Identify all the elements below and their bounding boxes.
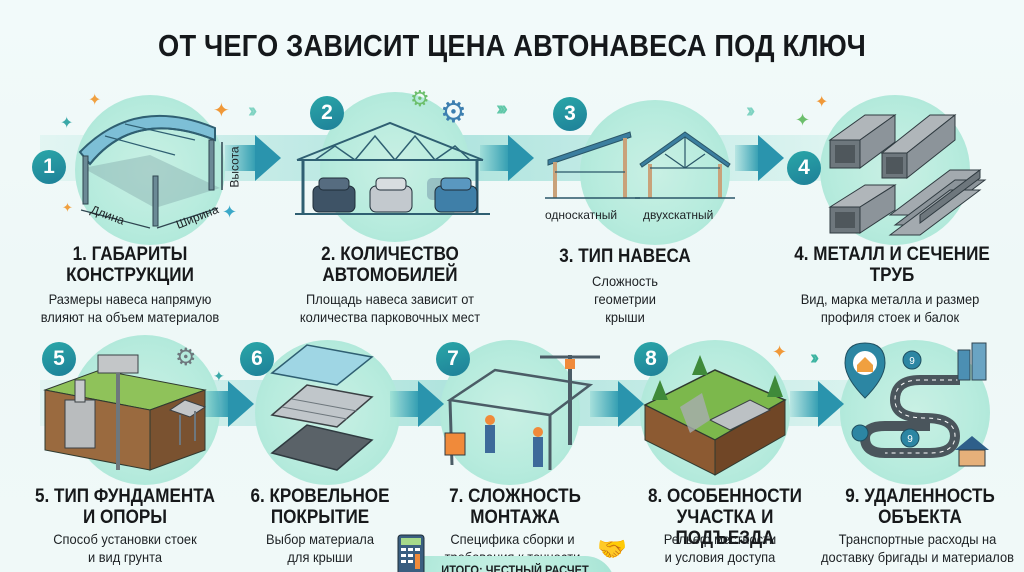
roof-types-icon	[545, 131, 735, 199]
step-badge-7: 7	[436, 342, 470, 376]
svg-text:9: 9	[909, 356, 915, 367]
arrow-right-icon	[508, 135, 534, 181]
gear-icon: ⚙	[175, 344, 197, 371]
factor-heading-8: 8. ОСОБЕННОСТИ УЧАСТКА И ПОДЪЕЗДА	[648, 486, 802, 549]
page-title: ОТ ЧЕГО ЗАВИСИТ ЦЕНА АВТОНАВЕСА ПОД КЛЮЧ	[158, 28, 866, 63]
factor-description-3: Сложность геометрии крыши	[592, 273, 658, 325]
route-map-icon: 9 9	[844, 342, 989, 467]
factor-description-9: Транспортные расходы на доставку бригады…	[821, 531, 1014, 565]
roofing-layers-icon	[270, 344, 374, 471]
factor-description-4: Вид, марка металла и размер профиля стое…	[800, 291, 980, 325]
arrow-right-icon	[228, 381, 254, 427]
flow-arrow-1	[225, 145, 257, 171]
factor-description-1: Размеры навеса напрямую влияют на объем …	[40, 291, 220, 325]
chevron-double-icon: ››	[746, 100, 756, 122]
sparkle-icon: ✦	[88, 92, 102, 109]
roof-label-double-slope: двухскатный	[643, 208, 714, 222]
factor-description-5: Способ установки стоек и вид грунта	[53, 531, 197, 565]
calculator-icon	[397, 534, 425, 572]
sparkle-icon: ✦	[795, 110, 811, 130]
gear-icon: ⚙	[410, 86, 430, 111]
sparkle-icon: ✦	[222, 202, 238, 222]
factor-heading-9: 9. УДАЛЕННОСТЬ ОБЪЕКТА	[845, 486, 995, 528]
arrow-right-icon	[758, 135, 784, 181]
svg-text:9: 9	[907, 434, 913, 445]
sparkle-icon: ✦	[62, 200, 73, 215]
factor-description-6: Выбор материала для крыши	[266, 531, 374, 565]
arrow-right-icon	[618, 381, 644, 427]
gear-icon: ⚙	[440, 96, 467, 129]
sparkle-icon: ✦	[213, 100, 230, 122]
step-badge-4: 4	[787, 151, 821, 185]
step-badge-1: 1	[32, 150, 66, 184]
total-summary: ИТОГО: ЧЕСТНЫЙ РАСЧЕТ	[441, 563, 589, 572]
arched-carport-icon	[78, 114, 223, 229]
foundation-icon	[43, 354, 207, 471]
sparkle-icon: ✦	[213, 368, 225, 384]
step-badge-2: 2	[310, 96, 344, 130]
factor-heading-2: 2. КОЛИЧЕСТВО АВТОМОБИЛЕЙ	[321, 244, 459, 286]
arrow-right-icon	[418, 381, 444, 427]
arrow-right-icon	[818, 381, 844, 427]
flow-arrow-2	[480, 145, 510, 171]
chevron-double-icon: ››	[248, 100, 258, 122]
factor-heading-5: 5. ТИП ФУНДАМЕНТА И ОПОРЫ	[35, 486, 215, 528]
carport-with-cars-icon	[295, 121, 490, 215]
step-badge-5: 5	[42, 342, 76, 376]
chevron-double-icon: ››	[810, 347, 820, 369]
arrow-right-icon	[255, 135, 281, 181]
terrain-icon	[643, 355, 787, 476]
step-badge-8: 8	[634, 342, 668, 376]
sparkle-icon: ✦	[60, 115, 74, 132]
roof-label-single-slope: односкатный	[545, 208, 618, 222]
factor-description-2: Площадь навеса зависит от количества пар…	[299, 291, 481, 325]
metal-profiles-icon	[828, 113, 987, 236]
factor-heading-6: 6. КРОВЕЛЬНОЕ ПОКРЫТИЕ	[250, 486, 390, 528]
step-badge-3: 3	[553, 97, 587, 131]
flow-arrow-5	[390, 391, 420, 417]
illustration-bg-2	[320, 92, 470, 242]
handshake-icon: 🤝	[597, 536, 627, 563]
factor-heading-4: 4. МЕТАЛЛ И СЕЧЕНИЕ ТРУБ	[794, 244, 990, 286]
flow-arrow-6	[590, 391, 620, 417]
construction-workers-icon	[444, 355, 600, 470]
sparkle-icon: ✦	[772, 342, 788, 362]
flow-arrow-7	[790, 391, 820, 417]
factor-heading-3: 3. ТИП НАВЕСА	[559, 246, 691, 267]
factor-description-8: Рельеф местности и условия доступа	[663, 531, 777, 565]
dimension-label-height: Высота	[227, 146, 242, 188]
chevron-triple-icon: ›››	[496, 98, 508, 120]
footer-total-bg	[395, 556, 615, 572]
factor-heading-1: 1. ГАБАРИТЫ КОНСТРУКЦИИ	[66, 244, 194, 286]
factor-heading-7: 7. СЛОЖНОСТЬ МОНТАЖА	[449, 486, 581, 528]
sparkle-icon: ✦	[815, 94, 829, 111]
flow-arrow-3	[735, 145, 760, 171]
step-badge-6: 6	[240, 342, 274, 376]
